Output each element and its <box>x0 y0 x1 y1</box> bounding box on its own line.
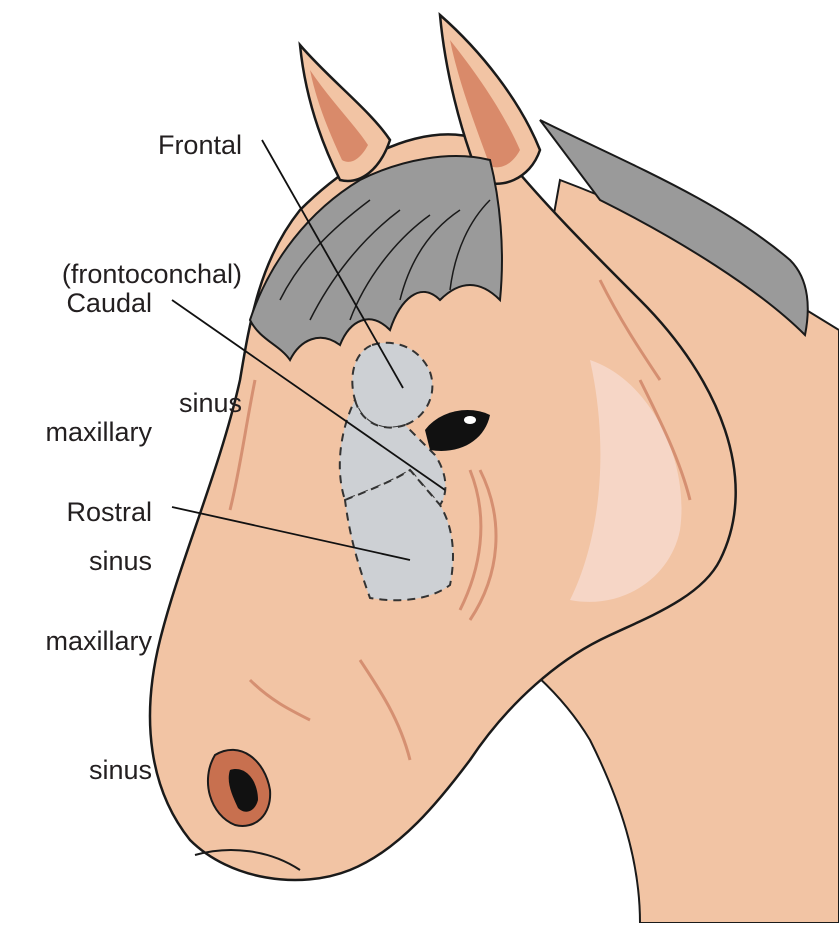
eye-highlight <box>464 416 476 424</box>
rostral-label-line-1: Rostral <box>45 491 152 534</box>
rostral-label-line-2: maxillary <box>45 620 152 663</box>
rostral-maxillary-sinus-label: Rostral maxillary sinus <box>45 405 152 878</box>
caudal-label-line-1: Caudal <box>45 282 152 325</box>
rostral-label-line-3: sinus <box>45 749 152 792</box>
frontal-label-line-1: Frontal <box>62 124 242 167</box>
